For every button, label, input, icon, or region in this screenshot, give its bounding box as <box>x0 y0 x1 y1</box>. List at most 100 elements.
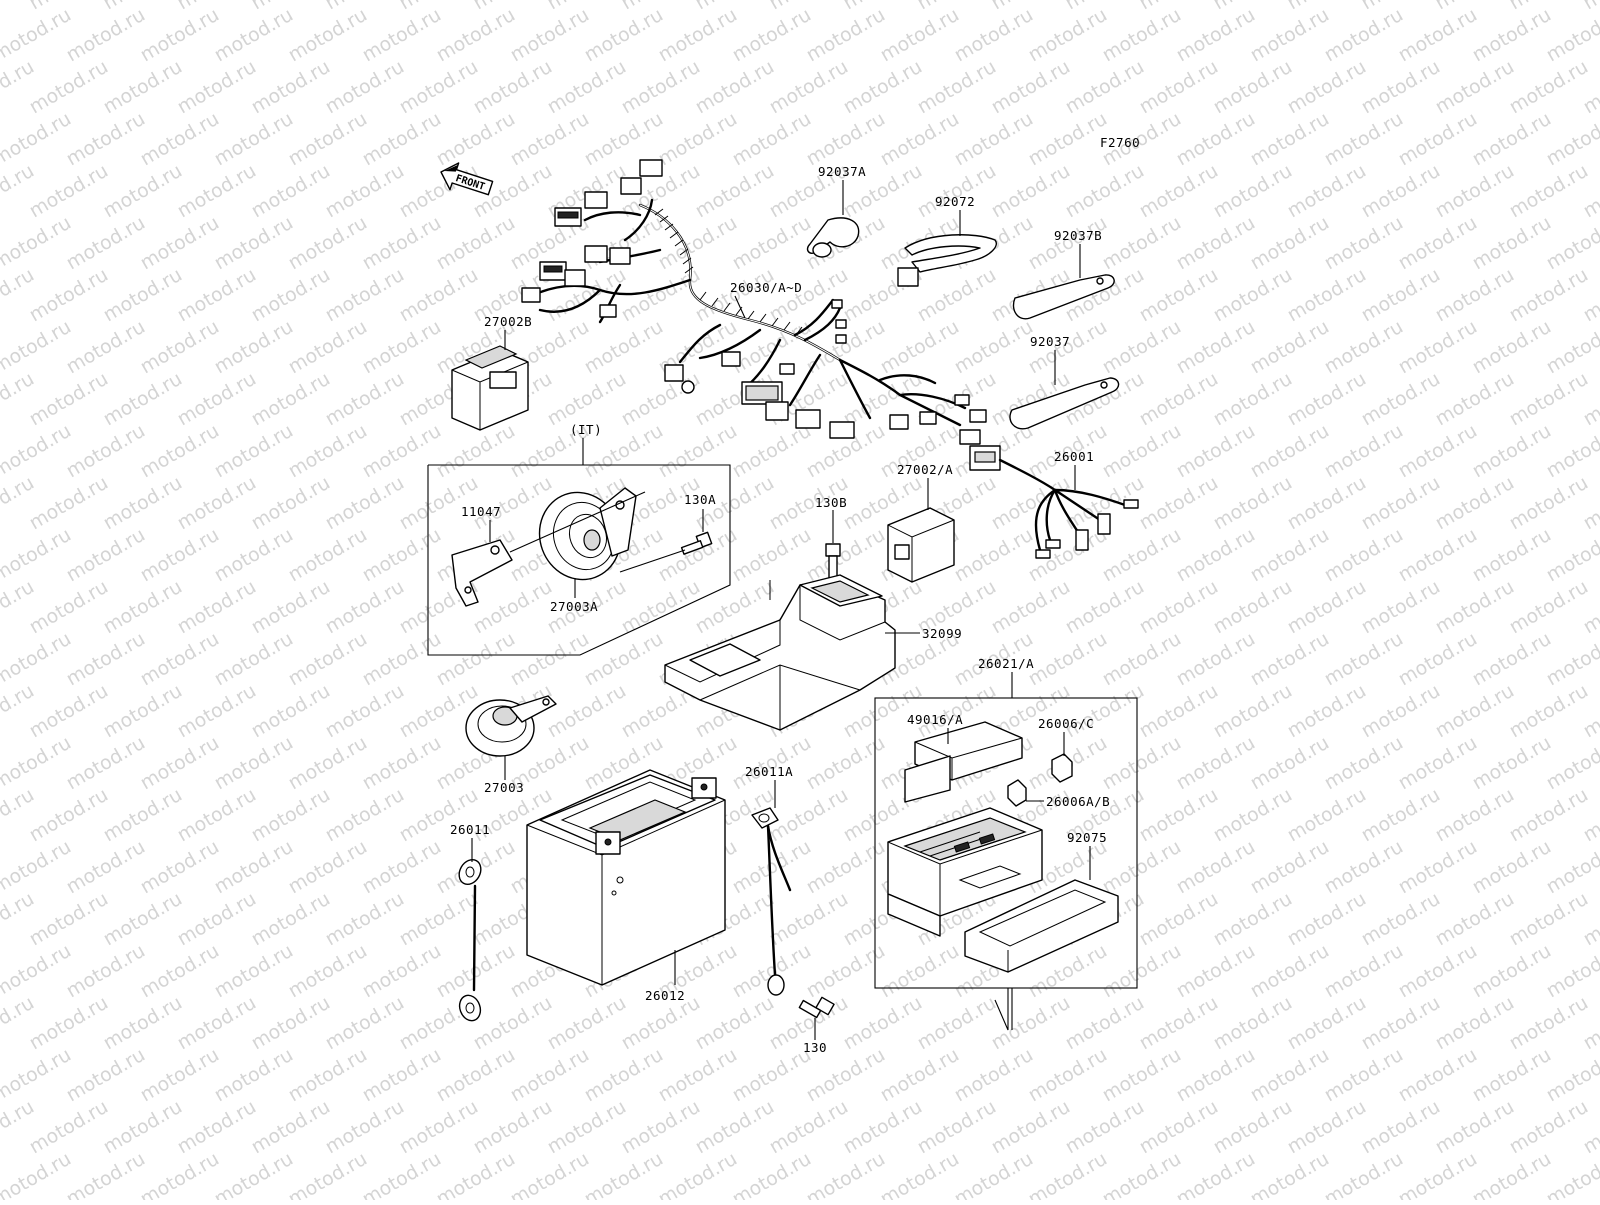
watermark-text: motod.ru <box>1506 472 1592 535</box>
part-label-92072: 92072 <box>935 194 975 209</box>
watermark-text: motod.ru <box>1469 524 1555 587</box>
watermark-text: motod.ru <box>1506 160 1592 223</box>
relay-27002A-drawing <box>888 508 954 582</box>
watermark-text: motod.ru <box>1395 316 1481 379</box>
watermark-text: motod.ru <box>26 784 112 847</box>
watermark-text: motod.ru <box>1469 108 1555 171</box>
watermark-text: motod.ru <box>100 576 186 639</box>
watermark-text: motod.ru <box>581 316 667 379</box>
watermark-text: motod.ru <box>803 732 889 795</box>
watermark-text: motod.ru <box>877 108 963 171</box>
watermark-text: motod.ru <box>988 56 1074 119</box>
watermark-text: motod.ru <box>100 56 186 119</box>
watermark-text: motod.ru <box>63 420 149 483</box>
watermark-text: motod.ru <box>692 1096 778 1159</box>
watermark-text: motod.ru <box>1395 420 1481 483</box>
watermark-text: motod.ru <box>322 1096 408 1159</box>
watermark-text: motod.ru <box>877 316 963 379</box>
watermark-text: motod.ru <box>137 940 223 1003</box>
watermark-text: motod.ru <box>914 56 1000 119</box>
watermark-text: motod.ru <box>1099 212 1185 275</box>
watermark-text: motod.ru <box>803 940 889 1003</box>
watermark-text: motod.ru <box>951 108 1037 171</box>
watermark-text: motod.ru <box>729 316 815 379</box>
watermark-text: motod.ru <box>1173 732 1259 795</box>
watermark-text: motod.ru <box>1469 628 1555 691</box>
watermark-text: motod.ru <box>100 992 186 1055</box>
watermark-text: motod.ru <box>26 56 112 119</box>
watermark-text: motod.ru <box>26 472 112 535</box>
watermark-text: motod.ru <box>988 1096 1074 1159</box>
watermark-text: motod.ru <box>1284 368 1370 431</box>
watermark-text: motod.ru <box>544 56 630 119</box>
watermark-text: motod.ru <box>766 56 852 119</box>
watermark-text: motod.ru <box>507 4 593 67</box>
watermark-text: motod.ru <box>618 1096 704 1159</box>
watermark-text: motod.ru <box>1284 56 1370 119</box>
watermark-text: motod.ru <box>1247 524 1333 587</box>
watermark-text: motod.ru <box>396 888 482 951</box>
watermark-text: motod.ru <box>359 628 445 691</box>
watermark-text: motod.ru <box>63 4 149 67</box>
watermark-text: motod.ru <box>174 576 260 639</box>
watermark-text: motod.ru <box>1469 4 1555 67</box>
watermark-text: motod.ru <box>692 160 778 223</box>
watermark-text: motod.ru <box>914 264 1000 327</box>
watermark-text: motod.ru <box>1210 576 1296 639</box>
watermark-text: motod.ru <box>174 680 260 743</box>
watermark-text: motod.ru <box>1506 368 1592 431</box>
watermark-text: motod.ru <box>1395 1044 1481 1107</box>
watermark-text: motod.ru <box>1469 940 1555 1003</box>
watermark-text: motod.ru <box>1321 4 1407 67</box>
watermark-text: motod.ru <box>581 212 667 275</box>
watermark-text: motod.ru <box>1136 576 1222 639</box>
watermark-text: motod.ru <box>470 1096 556 1159</box>
watermark-text: motod.ru <box>1284 160 1370 223</box>
watermark-text: motod.ru <box>1321 836 1407 899</box>
watermark-text: motod.ru <box>63 108 149 171</box>
watermark-text: motod.ru <box>396 1096 482 1159</box>
watermark-text: motod.ru <box>359 108 445 171</box>
watermark-text: motod.ru <box>211 420 297 483</box>
watermark-text: motod.ru <box>1321 524 1407 587</box>
watermark-text: motod.ru <box>248 368 334 431</box>
watermark-text: motod.ru <box>1358 56 1444 119</box>
watermark-text: motod.ru <box>581 628 667 691</box>
watermark-text: motod.ru <box>26 264 112 327</box>
watermark-text: motod.ru <box>655 108 741 171</box>
watermark-text: motod.ru <box>1506 992 1592 1055</box>
part-label-26011: 26011 <box>450 822 490 837</box>
watermark-text: motod.ru <box>248 56 334 119</box>
watermark-text: motod.ru <box>1099 1044 1185 1107</box>
watermark-text: motod.ru <box>729 732 815 795</box>
watermark-text: motod.ru <box>1469 732 1555 795</box>
watermark-text: motod.ru <box>951 4 1037 67</box>
watermark-text: motod.ru <box>211 212 297 275</box>
watermark-text: motod.ru <box>1062 992 1148 1055</box>
watermark-text: motod.ru <box>1358 680 1444 743</box>
watermark-text: motod.ru <box>803 4 889 67</box>
watermark-text: motod.ru <box>1284 888 1370 951</box>
watermark-text: motod.ru <box>581 1044 667 1107</box>
watermark-text: motod.ru <box>1247 732 1333 795</box>
watermark-text: motod.ru <box>63 940 149 1003</box>
watermark-text: motod.ru <box>1284 576 1370 639</box>
watermark-text: motod.ru <box>1284 264 1370 327</box>
watermark-text: motod.ru <box>1358 368 1444 431</box>
watermark-text: motod.ru <box>1136 368 1222 431</box>
watermark-text: motod.ru <box>1173 1044 1259 1107</box>
watermark-text: motod.ru <box>26 160 112 223</box>
watermark-text: motod.ru <box>211 940 297 1003</box>
watermark-text: motod.ru <box>877 4 963 67</box>
part-label-27002A: 27002/A <box>897 462 953 477</box>
watermark-text: motod.ru <box>433 108 519 171</box>
watermark-text: motod.ru <box>1358 992 1444 1055</box>
watermark-text: motod.ru <box>285 628 371 691</box>
watermark-text: motod.ru <box>840 992 926 1055</box>
watermark-text: motod.ru <box>100 368 186 431</box>
watermark-text: motod.ru <box>1173 316 1259 379</box>
watermark-text: motod.ru <box>211 732 297 795</box>
watermark-text: motod.ru <box>1432 56 1518 119</box>
watermark-text: motod.ru <box>1432 264 1518 327</box>
